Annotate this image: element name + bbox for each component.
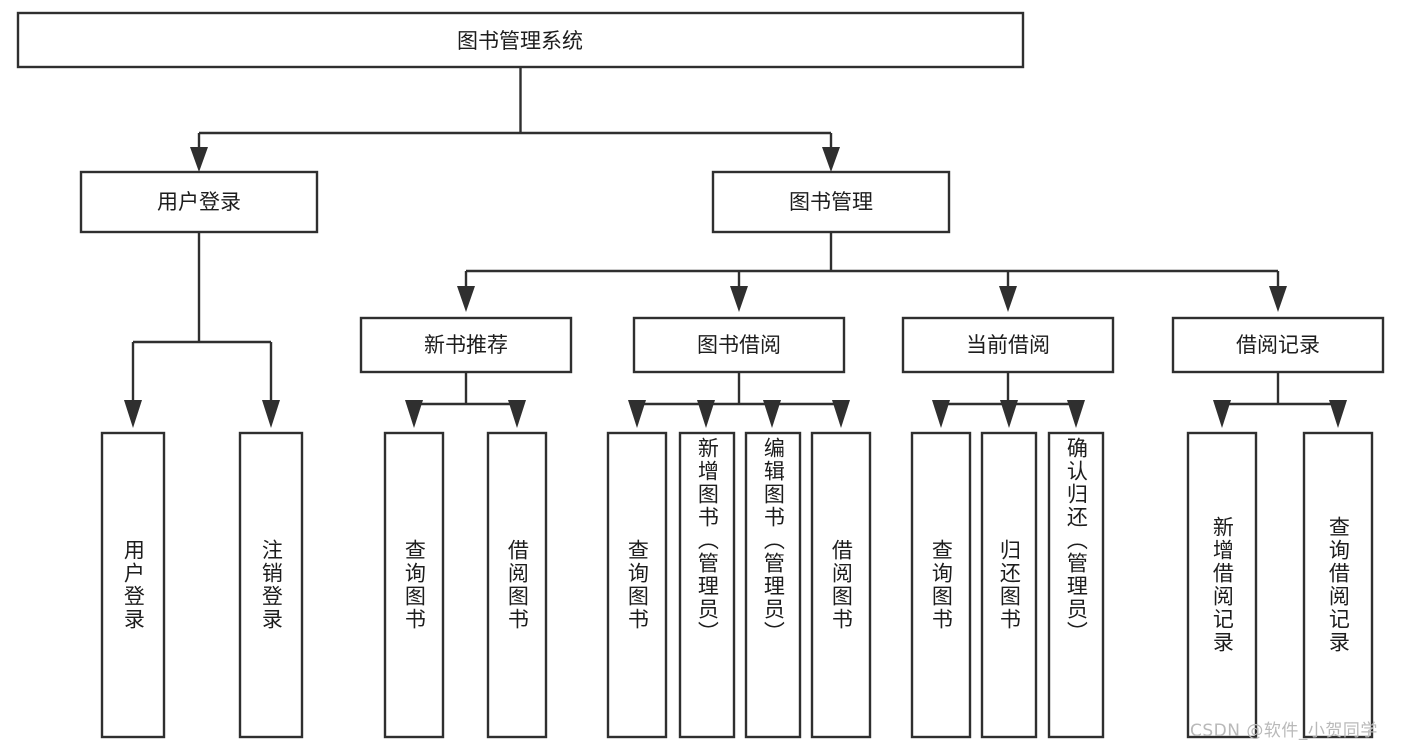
- node-box-current-borrow[interactable]: [901, 316, 1115, 374]
- node-box-new-book-recommend[interactable]: [359, 316, 573, 374]
- arrow-head-leaf-user-login: [124, 400, 142, 428]
- arrow-head-leaf-borrow-book-2: [832, 400, 850, 428]
- arrow-head-book-manage: [822, 147, 840, 172]
- node-label-book-borrow: 图书借阅: [697, 333, 781, 357]
- arrow-head-leaf-query-record: [1329, 400, 1347, 428]
- arrow-head-user-login: [190, 147, 208, 172]
- node-box-leaf-borrow-book-2[interactable]: [810, 431, 872, 739]
- node-box-leaf-query-book-1[interactable]: [383, 431, 445, 739]
- node-box-leaf-add-book[interactable]: [678, 431, 736, 739]
- node-box-borrow-record[interactable]: [1171, 316, 1385, 374]
- node-box-leaf-add-record[interactable]: [1186, 431, 1258, 739]
- csdn-watermark: CSDN @软件_小贺同学: [1190, 721, 1378, 741]
- arrow-head-book-borrow: [730, 286, 748, 312]
- arrow-head-current-borrow: [999, 286, 1017, 312]
- node-boxes: 图书管理系统 用户登录 图书管理 新书推荐 图书借阅 当前借阅 借阅记录: [16, 11, 1385, 739]
- arrow-head-leaf-user-logout: [262, 400, 280, 428]
- node-box-leaf-edit-book[interactable]: [744, 431, 802, 739]
- node-box-book-manage[interactable]: [711, 170, 951, 234]
- node-box-leaf-return-book[interactable]: [980, 431, 1038, 739]
- arrow-head-leaf-query-book-2: [628, 400, 646, 428]
- arrow-head-leaf-add-record: [1213, 400, 1231, 428]
- arrow-head-leaf-add-book: [697, 400, 715, 428]
- node-label-book-manage: 图书管理: [789, 190, 873, 214]
- arrow-head-leaf-query-book-3: [932, 400, 950, 428]
- arrow-head-new-book-recommend: [457, 286, 475, 312]
- node-box-root[interactable]: [16, 11, 1025, 69]
- node-box-leaf-query-book-2[interactable]: [606, 431, 668, 739]
- arrow-head-leaf-return-book: [1000, 400, 1018, 428]
- arrow-head-leaf-borrow-book-1: [508, 400, 526, 428]
- node-box-leaf-confirm-return[interactable]: [1047, 431, 1105, 739]
- arrow-head-leaf-edit-book: [763, 400, 781, 428]
- node-box-leaf-user-login[interactable]: [100, 431, 166, 739]
- node-box-user-login[interactable]: [79, 170, 319, 234]
- arrow-heads: [124, 147, 1347, 428]
- node-label-current-borrow: 当前借阅: [966, 333, 1050, 357]
- node-box-book-borrow[interactable]: [632, 316, 846, 374]
- node-box-leaf-user-logout[interactable]: [238, 431, 304, 739]
- node-label-new-book-recommend: 新书推荐: [424, 333, 508, 357]
- node-box-leaf-borrow-book-1[interactable]: [486, 431, 548, 739]
- node-label-user-login: 用户登录: [157, 190, 241, 214]
- arrow-head-borrow-record: [1269, 286, 1287, 312]
- node-box-leaf-query-book-3[interactable]: [910, 431, 972, 739]
- arrow-head-leaf-confirm-return: [1067, 400, 1085, 428]
- node-label-borrow-record: 借阅记录: [1236, 333, 1320, 357]
- node-label-root: 图书管理系统: [457, 29, 583, 53]
- node-box-leaf-query-record[interactable]: [1302, 431, 1374, 739]
- arrow-head-leaf-query-book-1: [405, 400, 423, 428]
